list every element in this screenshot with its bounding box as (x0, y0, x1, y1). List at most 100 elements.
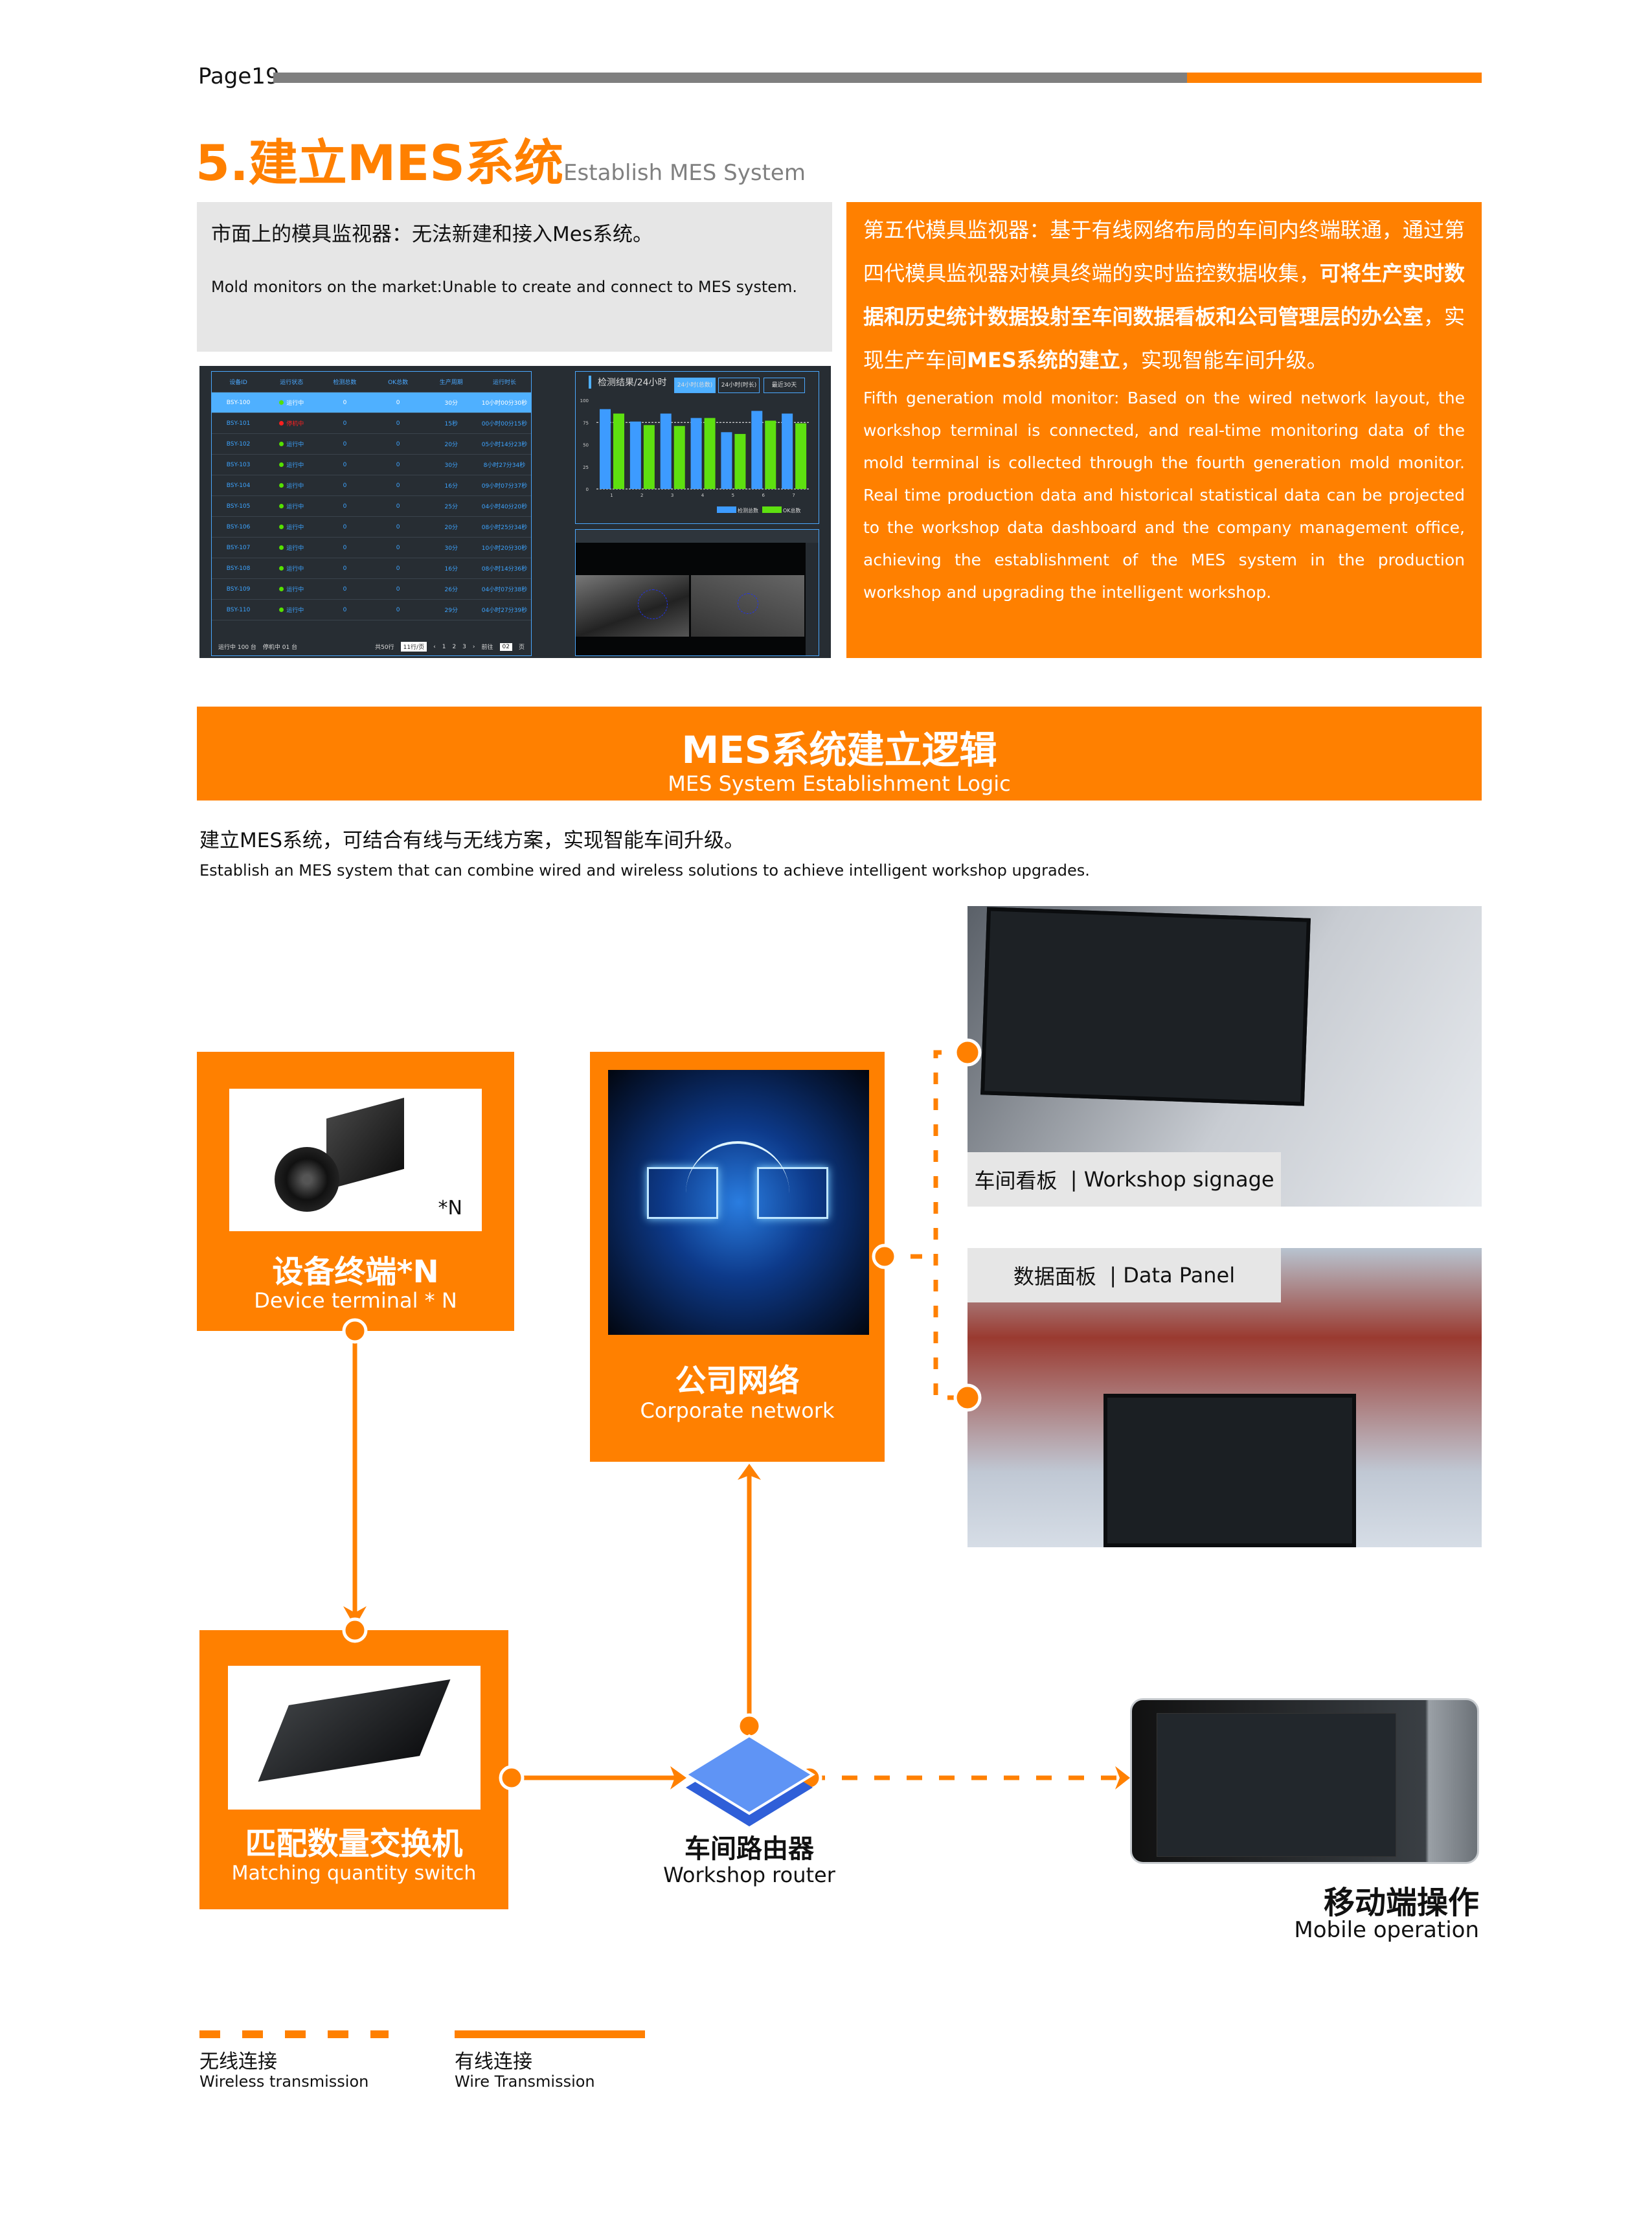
table-cell: BSY-107 (226, 544, 251, 551)
status-dot-icon (279, 400, 284, 405)
table-cell: BSY-104 (226, 482, 251, 489)
table-cell: 09小时07分37秒 (481, 483, 528, 490)
column-header: 生产周期 (439, 380, 463, 386)
router-en: Workshop router (663, 1863, 835, 1887)
table-cell: 0 (396, 503, 400, 510)
table-cell: 0 (396, 565, 400, 572)
table-cell: 运行中 (265, 440, 318, 448)
banner-title-en: MES System Establishment Logic (668, 771, 1011, 796)
data-panel-image: 数据面板 | Data Panel (967, 1248, 1482, 1547)
y-tick-label: 75 (583, 420, 589, 426)
logic-banner: MES系统建立逻辑 MES System Establishment Logic (197, 707, 1482, 801)
table-cell: BSY-110 (226, 606, 251, 613)
market-monitor-box: 市面上的模具监视器：无法新建和接入Mes系统。 Mold monitors on… (197, 202, 832, 352)
camera-image: *N (229, 1089, 482, 1231)
table-cell: 0 (343, 606, 347, 613)
per-page-select[interactable]: 11行/页 (400, 642, 427, 652)
connector-dot (342, 1617, 368, 1643)
intro-en: Establish an MES system that can combine… (199, 861, 1090, 880)
status-text: 运行中 (286, 462, 304, 469)
quantity-badge: *N (438, 1197, 462, 1220)
arrow-right-icon (1115, 1766, 1130, 1789)
legend-wired-cn: 有线连接 (455, 2050, 532, 2073)
tab-24h-total[interactable]: 24小时(总数) (674, 378, 716, 393)
tab-30-days[interactable]: 最近30天 (764, 378, 805, 393)
status-dot-icon (279, 483, 284, 488)
market-monitor-cn: 市面上的模具监视器：无法新建和接入Mes系统。 (211, 223, 653, 246)
tab-24h-duration[interactable]: 24小时(时长) (718, 378, 760, 393)
table-cell: 10小时00分30秒 (481, 400, 528, 407)
bar-total (600, 409, 611, 489)
table-cell: 30分 (444, 462, 458, 469)
connector-dot (953, 1038, 982, 1067)
table-cell: 04小时40分20秒 (481, 504, 528, 510)
switch-node: 匹配数量交换机 Matching quantity switch (199, 1630, 508, 1909)
page-3[interactable]: 3 (462, 643, 466, 650)
prev-page-icon[interactable]: ‹ (433, 643, 436, 650)
network-image (608, 1070, 869, 1335)
next-page-icon[interactable]: › (472, 643, 475, 650)
status-dot-icon (279, 545, 284, 550)
bar-ok (613, 413, 624, 489)
router-icon (683, 1734, 815, 1826)
y-tick-label: 0 (586, 487, 589, 492)
gen5-description-en: Fifth generation mold monitor: Based on … (863, 389, 1465, 602)
page-2[interactable]: 2 (452, 643, 457, 650)
table-cell: BSY-100 (226, 399, 251, 406)
column-header: OK总数 (388, 380, 409, 386)
table-cell: 05小时14分23秒 (481, 442, 528, 448)
page-1[interactable]: 1 (442, 643, 446, 650)
table-cell: 08小时14分36秒 (481, 566, 528, 573)
status-dot-icon (279, 608, 284, 612)
table-cell: 0 (396, 482, 400, 489)
legend-label: 检测总数 (738, 507, 758, 514)
stopped-count: 停机中 01 台 (262, 644, 298, 651)
table-cell: 0 (343, 523, 347, 530)
x-tick-label: 7 (792, 493, 795, 498)
table-cell: 00小时00分15秒 (481, 421, 528, 427)
table-cell: 运行中 (265, 606, 318, 614)
table-cell: 8小时27分34秒 (483, 462, 526, 469)
switch-en: Matching quantity switch (231, 1862, 477, 1885)
arrow-right-icon (670, 1766, 686, 1789)
table-cell: 0 (396, 585, 400, 593)
table-cell: 运行中 (265, 585, 318, 593)
bar-ok (673, 426, 685, 489)
table-cell: 25分 (444, 504, 458, 510)
bar-total (721, 432, 732, 489)
section-title-cn: 5.建立MES系统 (196, 134, 564, 192)
table-cell: 0 (396, 440, 400, 448)
signage-label-en: Workshop signage (1083, 1167, 1274, 1192)
intro-cn: 建立MES系统，可结合有线与无线方案，实现智能车间升级。 (199, 829, 745, 852)
table-cell: BSY-102 (226, 440, 251, 448)
status-dot-icon (279, 525, 284, 529)
table-cell: 0 (343, 440, 347, 448)
table-cell: 04小时27分39秒 (481, 608, 528, 614)
table-cell: 停机中 (265, 419, 318, 427)
table-cell: 10小时20分30秒 (481, 545, 528, 552)
corporate-network-cn: 公司网络 (675, 1363, 800, 1399)
goto-input[interactable]: 02 (499, 642, 512, 651)
bar-total (782, 413, 793, 489)
connector-dot (872, 1244, 898, 1269)
status-dot-icon (279, 566, 284, 571)
status-text: 运行中 (286, 400, 304, 407)
table-cell: 30分 (444, 545, 458, 552)
table-cell: 运行中 (265, 564, 318, 573)
page-unit: 页 (518, 644, 525, 651)
page-number: Page19 (198, 63, 280, 89)
